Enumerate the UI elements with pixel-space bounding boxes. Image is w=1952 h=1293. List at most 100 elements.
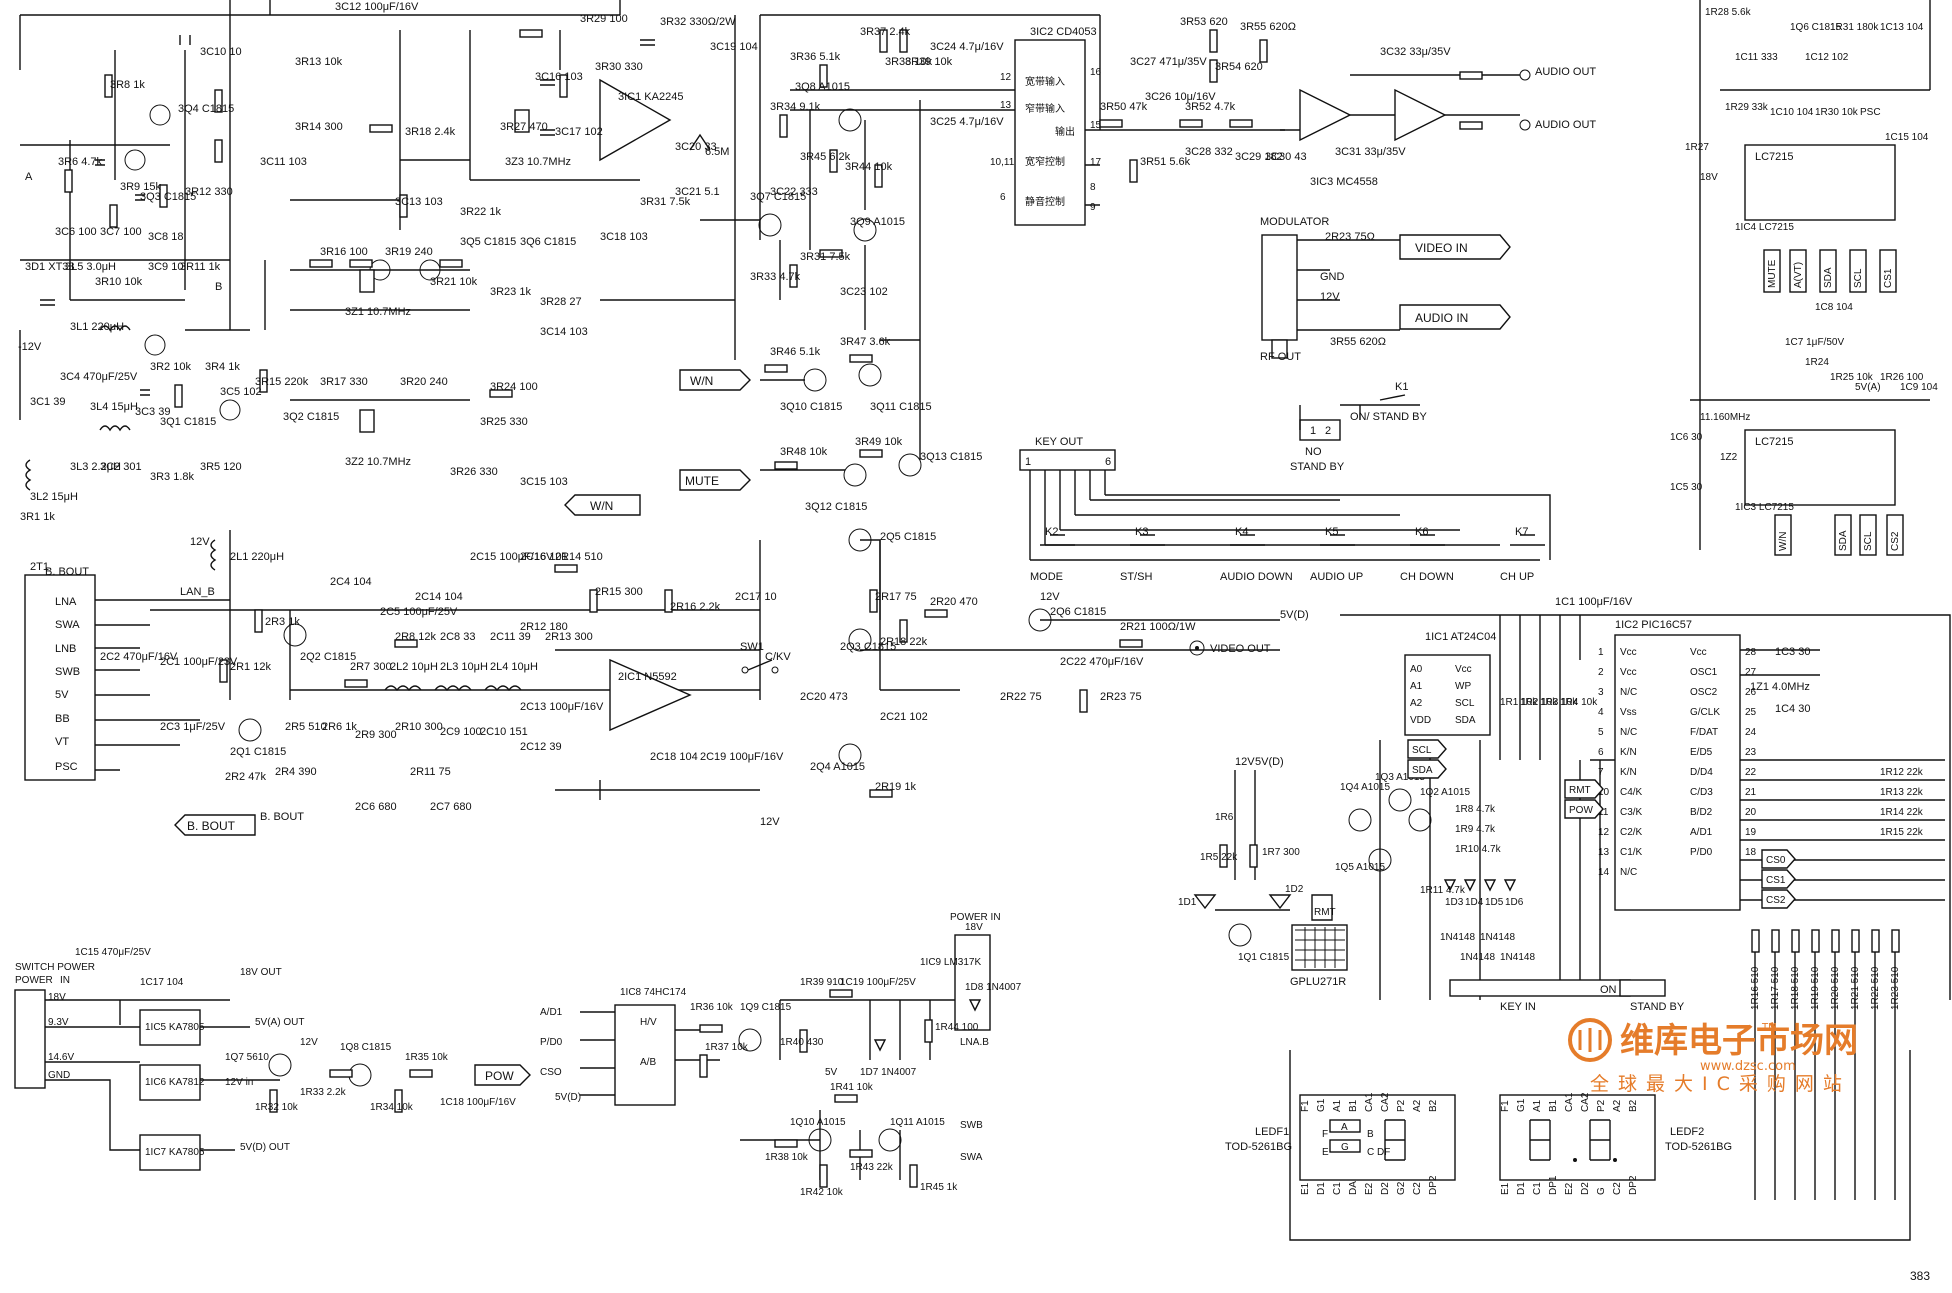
pll-signal: SCL xyxy=(1863,531,1874,551)
label: 1R30 10k xyxy=(1815,107,1859,118)
rmt-tag: RMT xyxy=(1569,785,1591,796)
display-pin: E2 xyxy=(1564,1182,1575,1195)
label: 3L2 15μH xyxy=(30,491,78,503)
label: 输出 xyxy=(1055,125,1075,138)
label: 5V(D) OUT xyxy=(240,1142,290,1153)
label: 1IC5 KA7805 xyxy=(145,1022,205,1033)
mcu-pin-name: B/D2 xyxy=(1690,807,1713,818)
label: 3C12 100μF/16V xyxy=(335,1,419,13)
display-pin: G2 xyxy=(1396,1181,1407,1195)
label: -12V xyxy=(18,341,42,353)
label: B xyxy=(215,281,222,293)
label: 1R13 22k xyxy=(1880,787,1924,798)
display-pin: DP2 xyxy=(1628,1175,1639,1195)
label: 3R8 1k xyxy=(110,79,145,91)
seg-b: B xyxy=(1367,1129,1374,1140)
label: 3Q5 C1815 xyxy=(460,236,516,248)
mute-tag-text: MUTE xyxy=(685,474,719,488)
label: PSC xyxy=(1860,107,1881,118)
label: 1N4148 xyxy=(1480,932,1515,943)
label: 5V(D) xyxy=(1255,756,1284,768)
label: 1R45 1k xyxy=(920,1182,958,1193)
label: 3R53 620 xyxy=(1180,16,1228,28)
eeprom-pin: VDD xyxy=(1410,715,1431,726)
label: 1C15 470μF/25V xyxy=(75,947,151,958)
label: 1D2 xyxy=(1285,884,1304,895)
label: 9.3V xyxy=(48,1017,69,1028)
label: 1Q10 A1015 xyxy=(790,1117,846,1128)
label: 2R12 180 xyxy=(520,621,568,633)
label: 3R45 6.2k xyxy=(800,151,851,163)
seg-resistor-label: 1R23 510 xyxy=(1890,966,1901,1010)
label: SWITCH POWER xyxy=(15,962,95,973)
mcu-pin-name: N/C xyxy=(1620,867,1637,878)
label: 1D1 xyxy=(1178,897,1197,908)
label: LNA xyxy=(55,596,77,608)
page-number: 383 xyxy=(1910,1269,1930,1283)
label: 3R49 10k xyxy=(855,436,903,448)
mcu-pin-name: K/N xyxy=(1620,767,1637,778)
mcu-pin-name: N/C xyxy=(1620,727,1637,738)
label: 1R6 xyxy=(1215,812,1234,823)
label: 2Q4 A1015 xyxy=(810,761,865,773)
label: 1R9 4.7k xyxy=(1455,824,1496,835)
label: 11.160MHz xyxy=(1700,412,1750,423)
label: 3Q6 C1815 xyxy=(520,236,576,248)
label: 3R54 620 xyxy=(1215,61,1263,73)
label: 2C16 101 xyxy=(520,551,568,563)
label: SWA xyxy=(960,1152,983,1163)
wn-tag-left: W/N xyxy=(564,494,641,516)
label: 3R1 1k xyxy=(20,511,55,523)
label: 1IC3 LC7215 xyxy=(1735,502,1794,513)
label: 1D6 xyxy=(1505,897,1524,908)
label: ON/ STAND BY xyxy=(1350,411,1427,423)
label: 2C8 33 xyxy=(440,631,475,643)
label: 3C28 332 xyxy=(1185,146,1233,158)
cs1-tag: CS1 xyxy=(1766,875,1786,886)
key-switch xyxy=(1320,534,1355,546)
label: 2R14 510 xyxy=(555,551,603,563)
mcu-pin-num: 14 xyxy=(1598,867,1610,878)
seg-g: G xyxy=(1341,1142,1349,1153)
label: TOD-5261BG xyxy=(1225,1141,1292,1153)
label: NO xyxy=(1305,446,1322,458)
mcu-pin-num: 1 xyxy=(1598,647,1604,658)
label: 3R44 10k xyxy=(845,161,893,173)
label: P/D0 xyxy=(540,1037,563,1048)
tuner-box xyxy=(24,574,96,781)
lnb-control: 1IC8 74HC174 H/V A/B A/D1 P/D0 CSO 5V(D)… xyxy=(540,912,1022,1198)
label: 3C6 100 xyxy=(55,226,97,238)
label: SWB xyxy=(960,1120,983,1131)
mcu-pin-name: C/D3 xyxy=(1690,787,1713,798)
label: 2R11 75 xyxy=(410,766,451,778)
label: 1R32 10k xyxy=(255,1102,299,1113)
label: RMT xyxy=(1314,907,1336,918)
key-label: ST/SH xyxy=(1120,571,1152,583)
watermark-url: www.dzsc.com xyxy=(1700,1059,1796,1074)
label: 3C29 182 xyxy=(1235,151,1283,163)
label: 2IC1 N5592 xyxy=(618,671,677,683)
pll-signal: SDA xyxy=(1838,530,1849,551)
label: 2R10 300 xyxy=(395,721,443,733)
display-pin: D2 xyxy=(1380,1182,1391,1195)
display-pin: D1 xyxy=(1316,1182,1327,1195)
mcu-pin-num: 18 xyxy=(1745,847,1757,858)
label: 2R5 510 xyxy=(285,721,327,733)
pow-tag-shape xyxy=(1564,799,1604,819)
label: 1C5 30 xyxy=(1670,482,1703,493)
label: 1R43 22k xyxy=(850,1162,894,1173)
label: 2R18 22k xyxy=(880,636,928,648)
pll-signal: MUTE xyxy=(1767,259,1778,288)
label: 2C15 100μF/16V xyxy=(470,551,554,563)
label: 2C19 100μF/16V xyxy=(700,751,784,763)
display-pin: C2 xyxy=(1412,1182,1423,1195)
label: 2R20 470 xyxy=(930,596,978,608)
label: 1R15 22k xyxy=(1880,827,1924,838)
label: LEDF2 xyxy=(1670,1126,1704,1138)
label: 3R13 10k xyxy=(295,56,343,68)
display-pin: CA2 xyxy=(1380,1092,1391,1112)
label: 3C14 103 xyxy=(540,326,588,338)
label: 3R27 470 xyxy=(500,121,548,133)
label: 2C11 39 xyxy=(490,631,531,643)
label: 3R52 4.7k xyxy=(1185,101,1236,113)
